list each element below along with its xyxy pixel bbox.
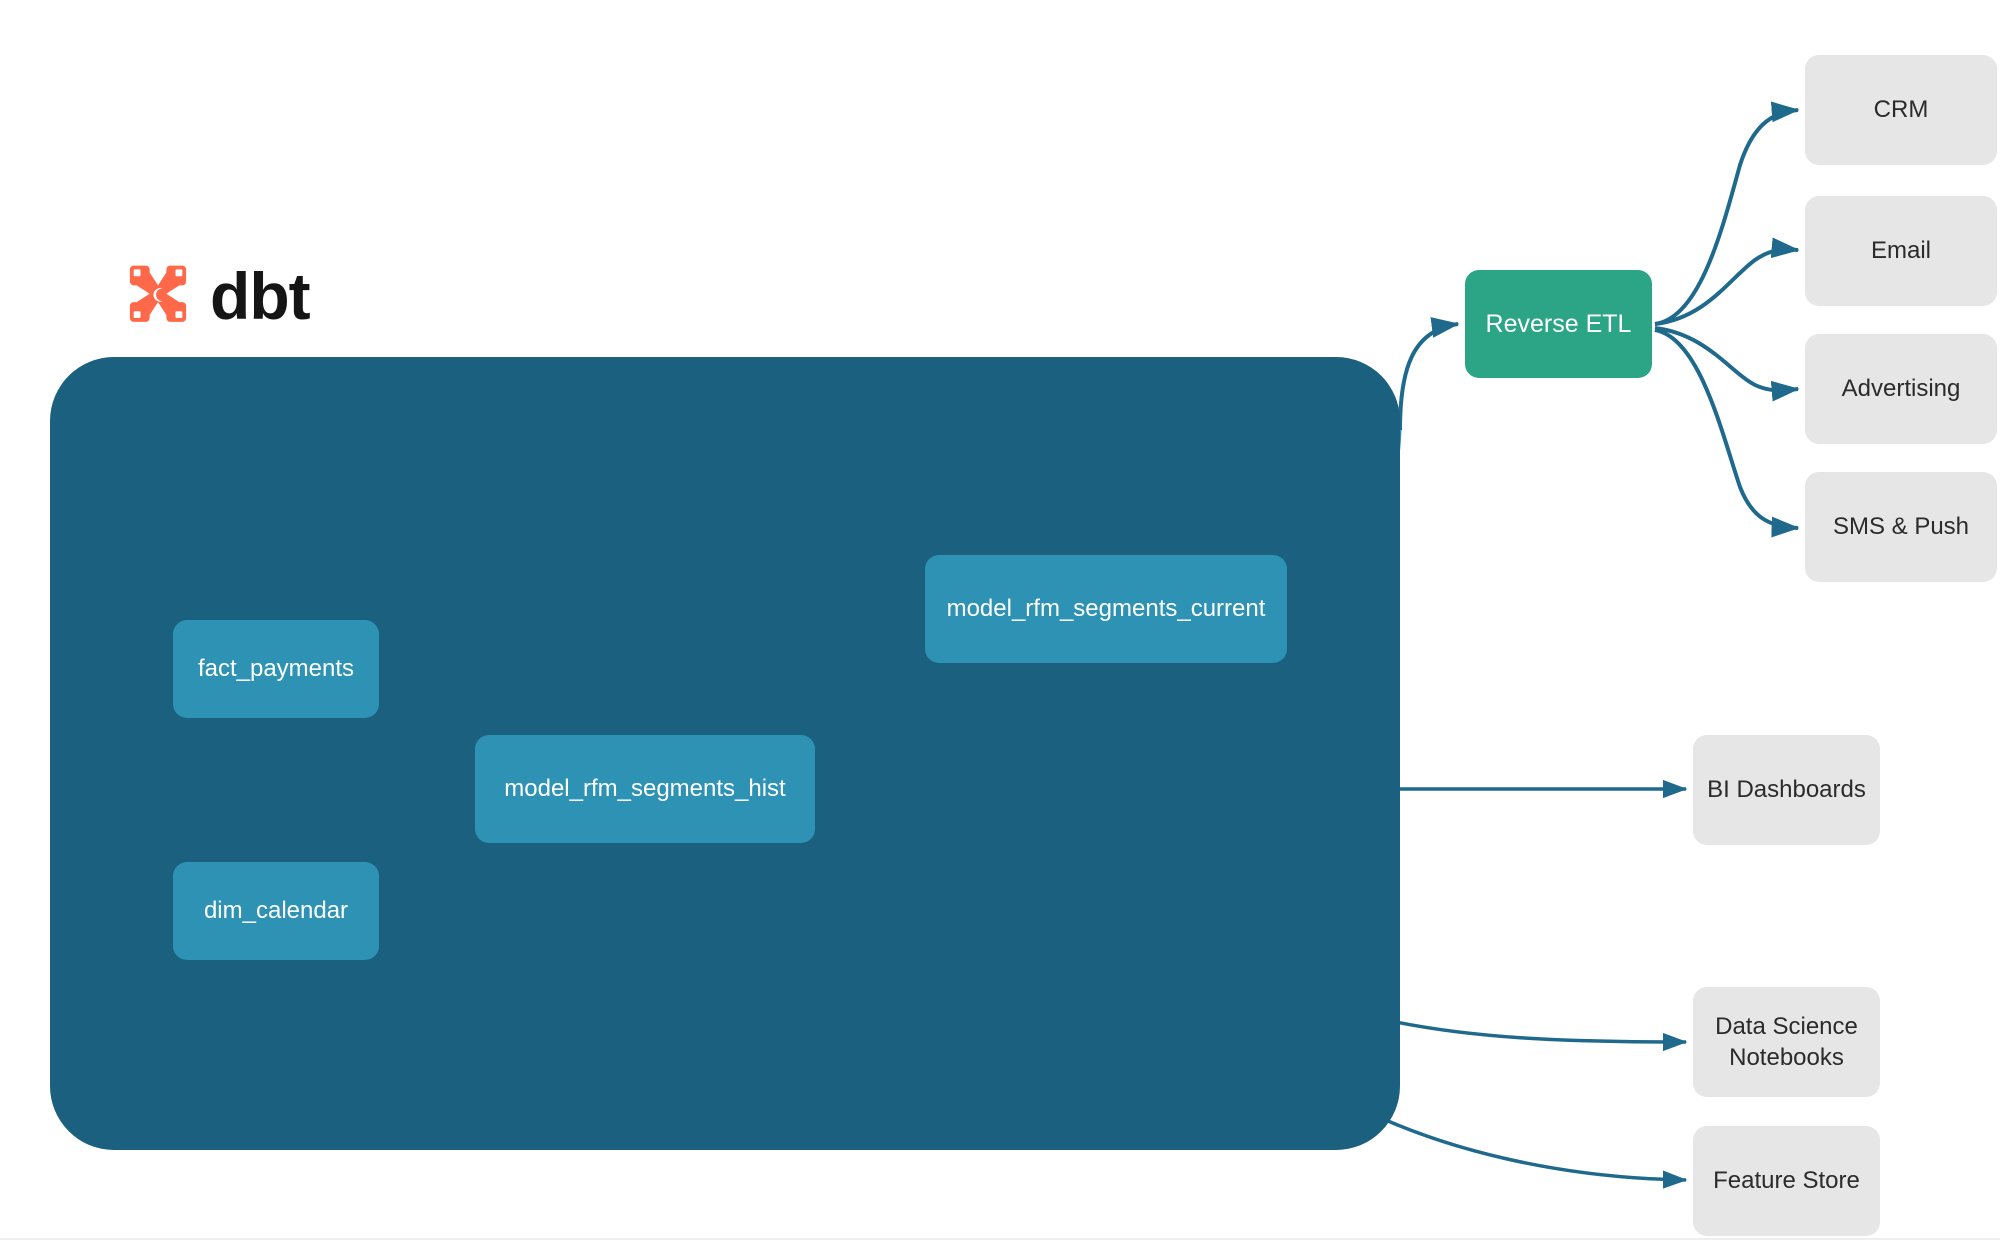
ds-notebooks-line-1: Data Science	[1715, 1012, 1858, 1040]
edge-container-to-feature-store	[1349, 1101, 1688, 1189]
node-reverse-etl[interactable]: Reverse ETL	[1465, 270, 1652, 378]
edge-reverse-etl-to-crm	[1654, 101, 1800, 326]
edge-container-to-reverse-etl	[1398, 317, 1460, 431]
node-model-rfm-segments-hist[interactable]: model_rfm_segments_hist	[475, 735, 815, 843]
node-sms-push[interactable]: SMS & Push	[1805, 472, 1997, 582]
edge-reverse-etl-to-email	[1654, 237, 1800, 326]
edge-container-to-ds-notebooks	[1385, 1018, 1688, 1052]
edge-reverse-etl-to-advertising	[1654, 326, 1800, 402]
node-fact-payments[interactable]: fact_payments	[173, 620, 379, 718]
node-bi-dashboards[interactable]: BI Dashboards	[1693, 735, 1880, 845]
dbt-logo: dbt	[120, 258, 311, 334]
node-data-science-notebooks[interactable]: Data Science Notebooks	[1693, 987, 1880, 1097]
ds-notebooks-line-2: Notebooks	[1729, 1044, 1844, 1071]
node-email[interactable]: Email	[1805, 196, 1997, 306]
node-advertising[interactable]: Advertising	[1805, 334, 1997, 444]
edge-reverse-etl-to-sms-push	[1654, 328, 1800, 538]
dbt-wordmark: dbt	[210, 259, 311, 333]
node-model-rfm-segments-current[interactable]: model_rfm_segments_current	[925, 555, 1287, 663]
node-feature-store[interactable]: Feature Store	[1693, 1126, 1880, 1236]
node-crm[interactable]: CRM	[1805, 55, 1997, 165]
node-dim-calendar[interactable]: dim_calendar	[173, 862, 379, 960]
dbt-x-logo-icon	[129, 265, 187, 322]
bottom-divider	[0, 1238, 2000, 1240]
